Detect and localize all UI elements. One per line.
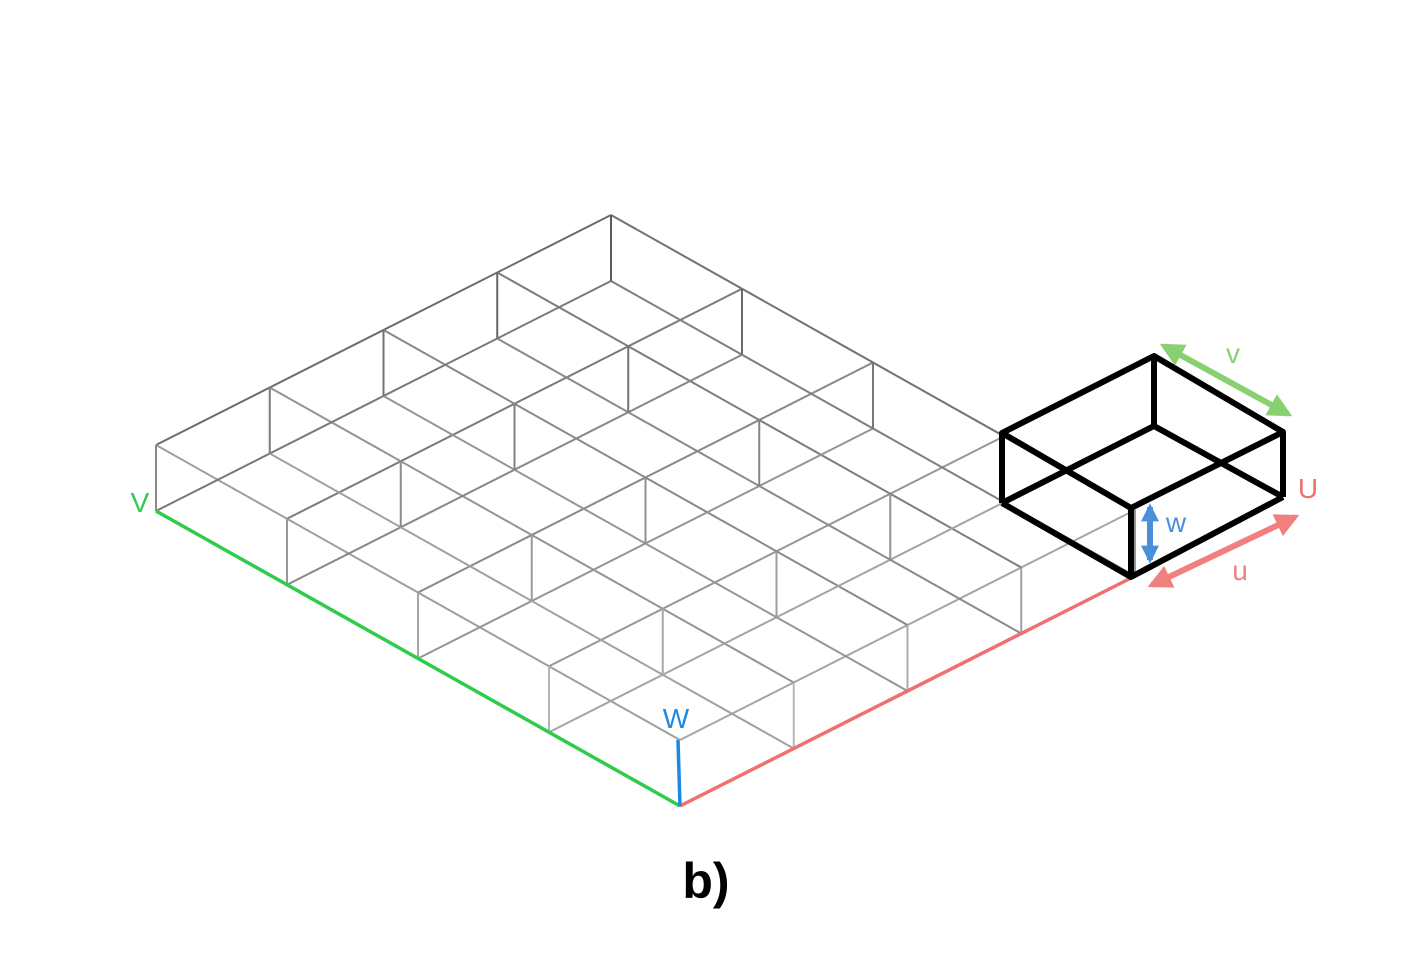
u-axis-line <box>679 574 1136 808</box>
w-axis-line <box>676 739 682 807</box>
figure-caption: b) <box>682 853 730 909</box>
axis-label-u: U <box>1298 473 1318 504</box>
v-axis-line <box>155 509 681 808</box>
dimension-label-w: w <box>1165 507 1187 538</box>
v-dimension-arrow <box>1159 343 1293 417</box>
dimension-label-u: u <box>1232 555 1248 586</box>
u-dimension-arrow <box>1147 514 1300 588</box>
grid-wireframe <box>155 214 1136 807</box>
dimension-label-v: v <box>1226 338 1240 369</box>
axis-label-v: V <box>131 487 150 518</box>
axis-label-w: W <box>663 703 690 734</box>
